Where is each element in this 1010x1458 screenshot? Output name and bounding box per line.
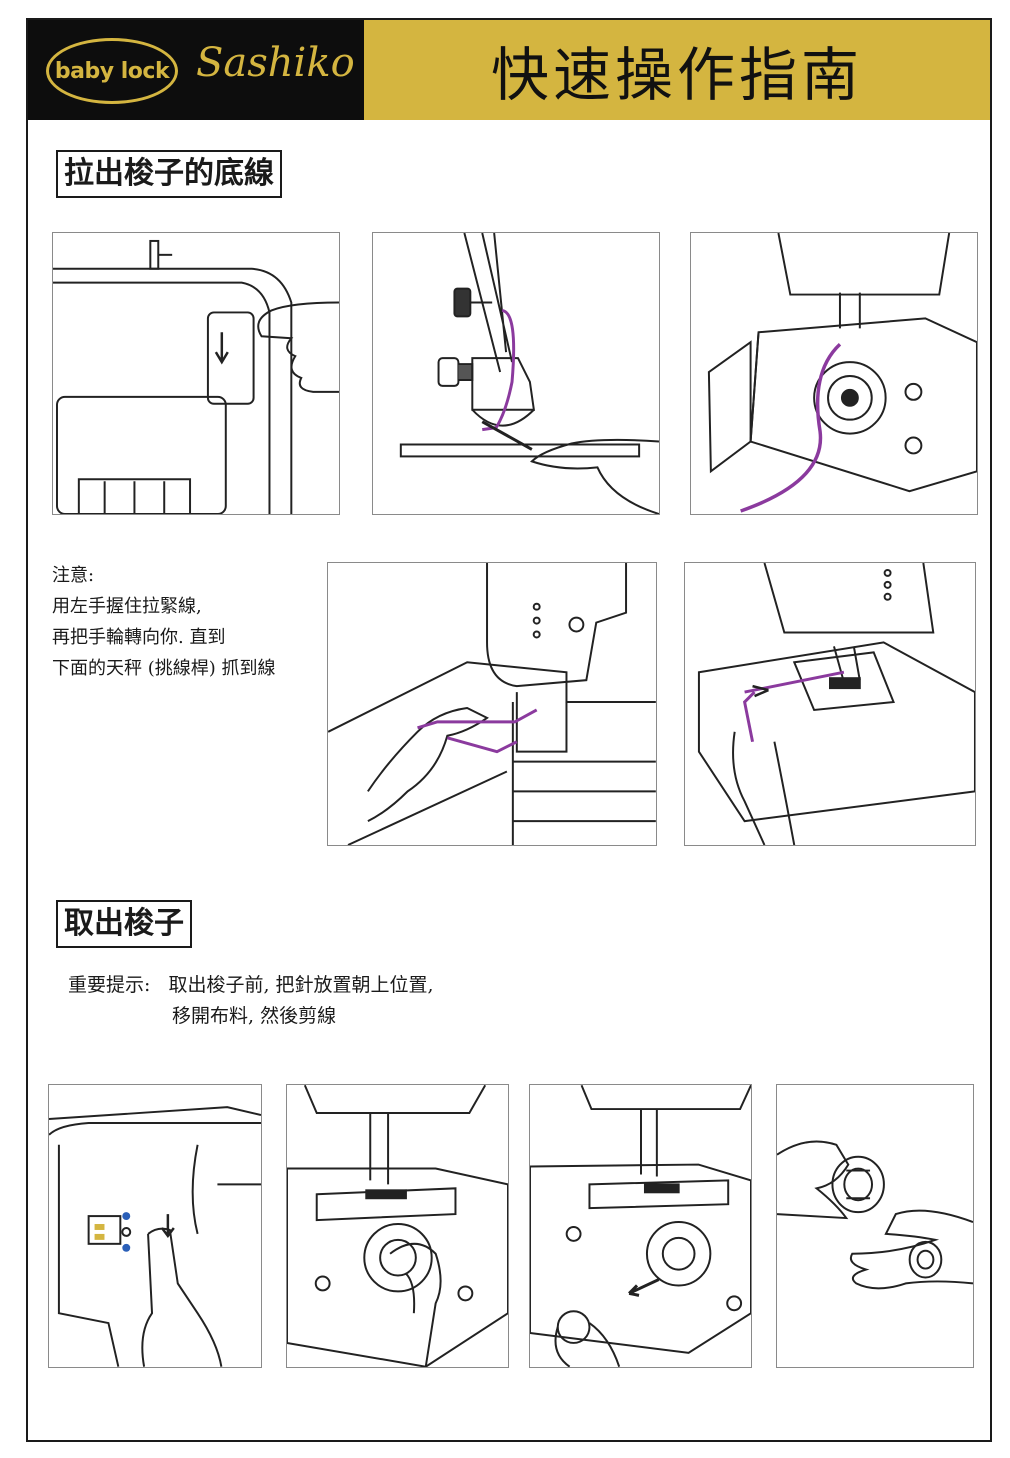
page-frame	[26, 18, 992, 1442]
tip-block: 重要提示: 取出梭子前, 把針放置朝上位置,	[68, 970, 434, 1001]
remove-case-drawing	[530, 1085, 751, 1367]
logo-text: baby lock	[54, 58, 170, 84]
tip-line-2: 移開布料, 然後剪線	[172, 1005, 337, 1027]
pull-thread-drawing	[697, 563, 975, 845]
baby-lock-logo: baby lock	[46, 38, 178, 104]
handwheel-drawing	[53, 239, 339, 514]
note-line-3: 下面的天秤 (挑線桿) 抓到線	[52, 658, 276, 679]
header-title-bar	[364, 20, 990, 120]
needle-thread-drawing	[399, 233, 659, 514]
step-illustration-pull-thread	[684, 562, 976, 846]
step-illustration-remove-bobbin-case	[529, 1084, 752, 1368]
step-illustration-needle-thread	[372, 232, 660, 515]
note-line-2: 再把手輪轉向你. 直到	[52, 627, 226, 648]
needle-up-drawing	[49, 1106, 261, 1367]
open-case-drawing	[287, 1085, 508, 1367]
hold-thread-drawing	[328, 563, 656, 845]
tip-label: 重要提示:	[68, 974, 151, 996]
page-title: 快速操作指南	[490, 41, 863, 109]
note-line-1: 用左手握住拉緊線,	[52, 596, 202, 617]
note-block: 注意: 用左手握住拉緊線, 再把手輪轉向你. 直到 下面的天秤 (挑線桿) 抓到…	[52, 560, 276, 684]
step-illustration-hold-thread	[327, 562, 657, 846]
bobbin-out-drawing	[777, 1140, 973, 1290]
section-heading-bobbin-thread: 拉出梭子的底線	[56, 150, 282, 198]
note-label: 注意:	[52, 565, 95, 586]
step-illustration-open-bobbin-case	[286, 1084, 509, 1368]
tip-line-1: 取出梭子前, 把針放置朝上位置,	[168, 974, 434, 996]
section-heading-remove-bobbin: 取出梭子	[56, 900, 192, 948]
step-illustration-bobbin-out	[776, 1084, 974, 1368]
bobbin-case-drawing	[707, 233, 977, 513]
brand-name: Sashiko	[196, 40, 355, 86]
step-illustration-needle-up-button	[48, 1084, 262, 1368]
step-illustration-handwheel	[52, 232, 340, 515]
step-illustration-bobbin-case	[690, 232, 978, 515]
